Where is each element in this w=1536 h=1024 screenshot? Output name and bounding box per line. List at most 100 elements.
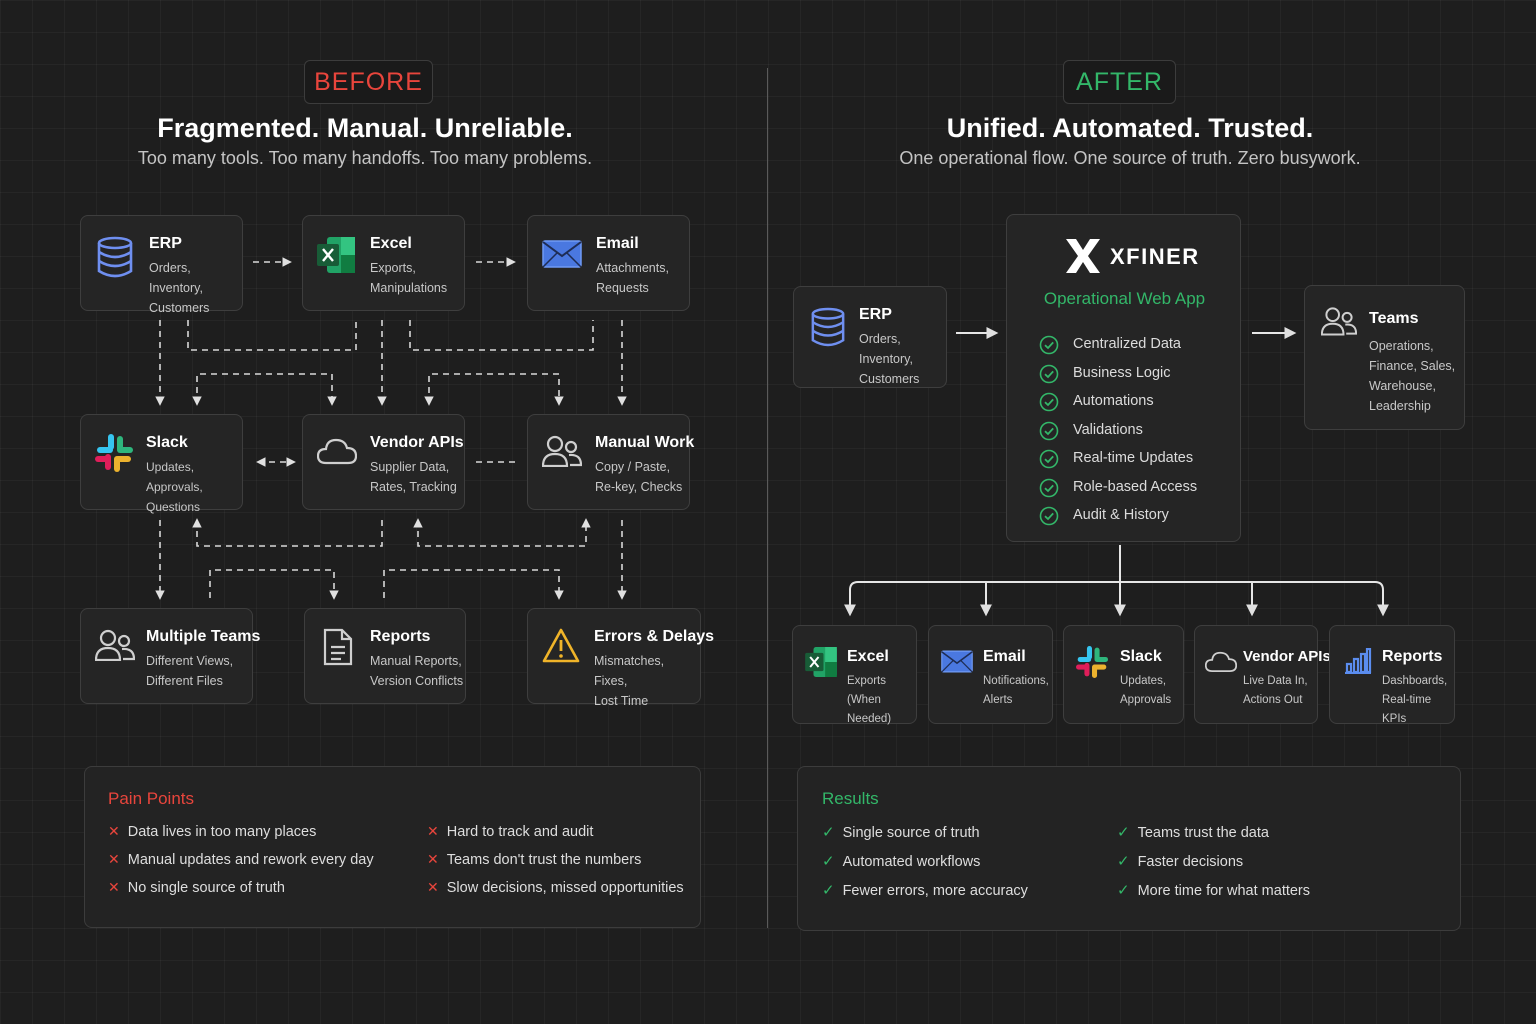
node-description: Orders, Inventory,Customers bbox=[859, 332, 920, 386]
after-node-teams: Teams Operations,Finance, Sales,Warehous… bbox=[1304, 285, 1465, 430]
pain-point-item: ✕Manual updates and rework every day bbox=[108, 851, 374, 868]
check-icon: ✓ bbox=[822, 853, 835, 870]
pain-points-panel: Pain Points ✕Data lives in too many plac… bbox=[84, 766, 701, 928]
excel-icon bbox=[317, 237, 355, 273]
node-description: Manual Reports,Version Conflicts bbox=[370, 654, 464, 688]
pain-point-item: ✕No single source of truth bbox=[108, 879, 285, 896]
document-icon bbox=[323, 628, 353, 666]
cross-icon: ✕ bbox=[108, 823, 120, 839]
email-icon bbox=[542, 240, 582, 268]
result-item: ✓Single source of truth bbox=[822, 824, 980, 841]
pain-points-title: Pain Points bbox=[108, 789, 194, 808]
cloud-icon bbox=[317, 438, 357, 465]
node-description: Orders, Inventory,Customers bbox=[149, 261, 210, 315]
node-title: Errors & Delays bbox=[594, 628, 715, 645]
section-divider bbox=[767, 68, 768, 928]
people-icon bbox=[542, 435, 582, 467]
check-icon: ✓ bbox=[1117, 853, 1130, 870]
node-title: Reports bbox=[370, 628, 431, 645]
pain-point-item: ✕Hard to track and audit bbox=[427, 823, 594, 840]
slack-icon bbox=[1076, 646, 1108, 678]
check-icon: ✓ bbox=[1117, 882, 1130, 899]
xfiner-logo-icon bbox=[1066, 239, 1100, 273]
pain-point-item: ✕Teams don't trust the numbers bbox=[427, 851, 642, 868]
hub-subtitle: Operational Web App bbox=[1043, 289, 1206, 308]
check-circle-icon bbox=[1039, 364, 1059, 383]
before-headline: Fragmented. Manual. Unreliable. bbox=[157, 113, 573, 143]
results-title: Results bbox=[822, 789, 879, 808]
node-title: Email bbox=[983, 648, 1026, 665]
after-headline: Unified. Automated. Trusted. bbox=[946, 113, 1314, 143]
slack-icon bbox=[95, 434, 133, 472]
cross-icon: ✕ bbox=[108, 879, 120, 895]
xfiner-hub: XFINER Operational Web App Centralized D… bbox=[1006, 214, 1241, 542]
pain-point-item: ✕Slow decisions, missed opportunities bbox=[427, 879, 684, 896]
node-description: Live Data In,Actions Out bbox=[1243, 675, 1308, 706]
bar-chart-icon bbox=[1345, 648, 1372, 674]
cross-icon: ✕ bbox=[427, 851, 439, 867]
before-subline: Too many tools. Too many handoffs. Too m… bbox=[137, 148, 593, 168]
node-description: Operations,Finance, Sales,Warehouse,Lead… bbox=[1369, 339, 1456, 413]
check-circle-icon bbox=[1039, 478, 1059, 497]
after-output-vendor-apis: Vendor APIs Live Data In,Actions Out bbox=[1194, 625, 1331, 724]
before-node-manual-work: Manual Work Copy / Paste,Re-key, Checks bbox=[527, 414, 694, 510]
before-node-erp: ERP Orders, Inventory,Customers bbox=[80, 215, 243, 315]
node-title: Slack bbox=[1120, 648, 1162, 665]
before-node-multiple-teams: Multiple Teams Different Views,Different… bbox=[80, 608, 260, 704]
hub-brand: XFINER bbox=[1110, 244, 1200, 269]
people-icon bbox=[1321, 307, 1357, 336]
node-title: Reports bbox=[1382, 648, 1443, 665]
node-title: Vendor APIs bbox=[370, 434, 464, 451]
check-icon: ✓ bbox=[1117, 824, 1130, 841]
result-item: ✓Teams trust the data bbox=[1117, 824, 1269, 841]
node-title: Vendor APIs bbox=[1243, 648, 1331, 665]
cross-icon: ✕ bbox=[427, 879, 439, 895]
node-title: Manual Work bbox=[595, 434, 695, 451]
before-node-errors-delays: Errors & Delays Mismatches, Fixes,Lost T… bbox=[527, 608, 714, 708]
hub-feature: Centralized Data bbox=[1073, 336, 1181, 352]
before-node-vendor-apis: Vendor APIs Supplier Data,Rates, Trackin… bbox=[302, 414, 465, 510]
database-icon bbox=[97, 236, 133, 278]
hub-feature: Business Logic bbox=[1073, 364, 1171, 381]
node-description: Mismatches, Fixes,Lost Time bbox=[594, 654, 665, 708]
after-node-erp: ERP Orders, Inventory,Customers bbox=[793, 286, 947, 388]
node-description: Exports,Manipulations bbox=[370, 261, 448, 295]
check-icon: ✓ bbox=[822, 882, 835, 899]
excel-icon bbox=[805, 647, 837, 677]
node-title: ERP bbox=[149, 235, 182, 252]
hub-feature: Validations bbox=[1073, 421, 1143, 438]
email-icon bbox=[941, 650, 973, 673]
result-item: ✓Fewer errors, more accuracy bbox=[822, 882, 1028, 899]
before-node-excel: Excel Exports,Manipulations bbox=[302, 215, 465, 311]
hub-feature: Role-based Access bbox=[1073, 478, 1198, 495]
check-circle-icon bbox=[1039, 421, 1059, 440]
after-output-reports: Reports Dashboards,Real-time KPIs bbox=[1329, 625, 1455, 725]
result-item: ✓Faster decisions bbox=[1117, 853, 1244, 870]
before-node-slack: Slack Updates, Approvals,Questions bbox=[80, 414, 243, 514]
node-title: Email bbox=[596, 235, 639, 252]
node-description: Dashboards,Real-time KPIs bbox=[1382, 675, 1448, 725]
after-output-slack: Slack Updates,Approvals bbox=[1063, 625, 1184, 724]
hub-feature: Audit & History bbox=[1073, 507, 1169, 523]
after-subline: One operational flow. One source of trut… bbox=[899, 148, 1361, 168]
before-badge: BEFORE bbox=[304, 60, 433, 104]
node-title: Excel bbox=[370, 235, 412, 252]
after-badge: AFTER bbox=[1063, 60, 1176, 104]
hub-feature: Real-time Updates bbox=[1073, 450, 1194, 466]
node-description: Notifications,Alerts bbox=[983, 675, 1049, 706]
check-circle-icon bbox=[1039, 335, 1059, 355]
check-circle-icon bbox=[1039, 449, 1059, 469]
node-description: Attachments,Requests bbox=[596, 261, 669, 295]
node-title: Excel bbox=[847, 648, 889, 665]
result-item: ✓More time for what matters bbox=[1117, 882, 1311, 899]
check-icon: ✓ bbox=[822, 824, 835, 841]
node-title: Teams bbox=[1369, 310, 1419, 327]
cross-icon: ✕ bbox=[427, 823, 439, 839]
node-description: Supplier Data,Rates, Tracking bbox=[370, 460, 457, 494]
before-node-reports: Reports Manual Reports,Version Conflicts bbox=[304, 608, 466, 704]
check-circle-icon bbox=[1039, 506, 1059, 526]
people-icon bbox=[95, 629, 135, 661]
warning-icon bbox=[542, 628, 580, 663]
